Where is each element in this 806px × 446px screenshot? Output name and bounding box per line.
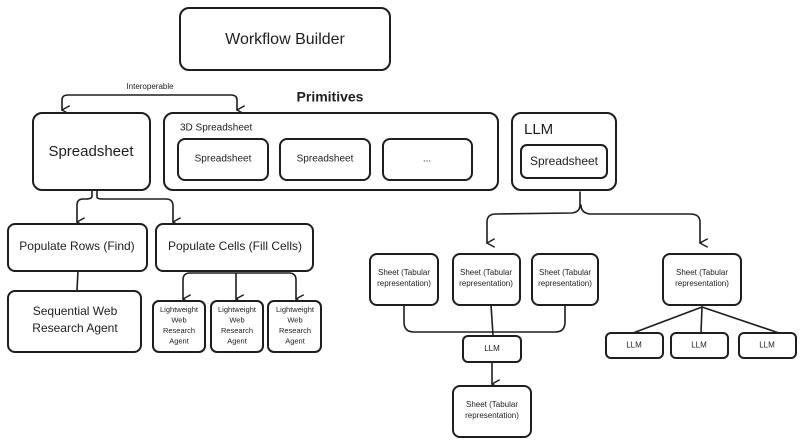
item-label: ... <box>423 154 431 165</box>
3d-spreadsheet-item[interactable]: Spreadsheet <box>177 138 269 181</box>
item-label: Spreadsheet <box>195 154 252 165</box>
llm-label: LLM <box>484 344 500 353</box>
llm-group-node[interactable]: LLM Spreadsheet <box>511 112 617 191</box>
connector-rows-to-agent <box>76 270 79 291</box>
populate-rows-node[interactable]: Populate Rows (Find) <box>7 223 148 272</box>
agent-line: Web <box>287 315 302 324</box>
merge-connector-middle <box>490 304 494 336</box>
populate-cells-label: Populate Cells (Fill Cells) <box>168 239 302 253</box>
interoperable-label: Interoperable <box>126 82 174 91</box>
agent-line: Research <box>279 326 311 335</box>
fanout-line-3 <box>701 306 780 334</box>
llm-node[interactable]: LLM <box>462 335 522 363</box>
item-label: Spreadsheet <box>297 154 354 165</box>
sequential-agent-line: Research Agent <box>32 321 118 335</box>
agent-line: Research <box>221 326 253 335</box>
arrow-to-sheet-right <box>580 204 700 243</box>
llm-label: LLM <box>691 341 707 350</box>
sheet-line: representation) <box>377 279 431 288</box>
arrow-to-agent-1 <box>183 272 236 299</box>
lightweight-agent-node[interactable]: Lightweight Web Research Agent <box>267 300 322 353</box>
output-sheet-node[interactable]: Sheet (Tabular representation) <box>452 385 532 438</box>
llm-node[interactable]: LLM <box>670 332 729 359</box>
sheet-line: representation) <box>538 279 592 288</box>
fanout-line-1 <box>632 306 703 334</box>
sheet-line: representation) <box>675 279 729 288</box>
primitives-heading: Primitives <box>297 89 364 105</box>
sheet-line: Sheet (Tabular <box>539 268 591 277</box>
arrow-to-sheet-group-left <box>487 191 581 243</box>
sequential-agent-line: Sequential Web <box>33 304 118 318</box>
agent-line: Web <box>229 315 244 324</box>
workflow-builder-label: Workflow Builder <box>225 31 345 48</box>
agent-line: Lightweight <box>218 305 257 314</box>
sheet-line: Sheet (Tabular <box>460 268 512 277</box>
agent-line: Research <box>163 326 195 335</box>
workflow-builder-node[interactable]: Workflow Builder <box>179 7 391 71</box>
lightweight-agent-node[interactable]: Lightweight Web Research Agent <box>152 300 206 353</box>
sheet-node[interactable]: Sheet (Tabular representation) <box>369 253 439 306</box>
sheet-line: Sheet (Tabular <box>676 268 728 277</box>
3d-spreadsheet-item[interactable]: ... <box>382 138 473 181</box>
3d-spreadsheet-label: 3D Spreadsheet <box>180 123 252 134</box>
sheet-line: Sheet (Tabular <box>378 268 430 277</box>
agent-line: Lightweight <box>160 305 199 314</box>
sheet-node-right[interactable]: Sheet (Tabular representation) <box>662 253 742 306</box>
sheet-node[interactable]: Sheet (Tabular representation) <box>531 253 599 306</box>
llm-spreadsheet-label: Spreadsheet <box>530 154 599 168</box>
llm-group-label: LLM <box>524 121 553 138</box>
fanout-line-2 <box>700 306 703 334</box>
llm-node[interactable]: LLM <box>605 332 664 359</box>
spreadsheet-node[interactable]: Spreadsheet <box>32 112 151 191</box>
sheet-line: representation) <box>459 279 513 288</box>
populate-rows-label: Populate Rows (Find) <box>19 239 134 253</box>
interoperable-arrow <box>62 94 237 110</box>
agent-line: Lightweight <box>276 305 315 314</box>
arrow-to-populate-rows <box>77 189 93 222</box>
3d-spreadsheet-item[interactable]: Spreadsheet <box>279 138 371 181</box>
lightweight-agent-node[interactable]: Lightweight Web Research Agent <box>210 300 264 353</box>
arrow-to-agent-3 <box>235 272 296 299</box>
sequential-agent-node[interactable]: Sequential Web Research Agent <box>7 290 142 353</box>
agent-line: Web <box>171 315 186 324</box>
llm-label: LLM <box>759 341 775 350</box>
agent-line: Agent <box>285 336 306 345</box>
sheet-line: representation) <box>465 411 519 420</box>
arrow-to-populate-cells <box>96 189 173 222</box>
agent-line: Agent <box>169 336 190 345</box>
spreadsheet-label: Spreadsheet <box>48 143 134 160</box>
llm-label: LLM <box>626 341 642 350</box>
populate-cells-node[interactable]: Populate Cells (Fill Cells) <box>155 223 314 272</box>
llm-node[interactable]: LLM <box>738 332 797 359</box>
merge-connector <box>403 304 566 333</box>
agent-line: Agent <box>227 336 248 345</box>
sheet-node[interactable]: Sheet (Tabular representation) <box>452 253 521 306</box>
llm-spreadsheet-node[interactable]: Spreadsheet <box>520 144 608 179</box>
sheet-line: Sheet (Tabular <box>466 400 518 409</box>
3d-spreadsheet-node[interactable]: 3D Spreadsheet Spreadsheet Spreadsheet .… <box>163 112 499 191</box>
